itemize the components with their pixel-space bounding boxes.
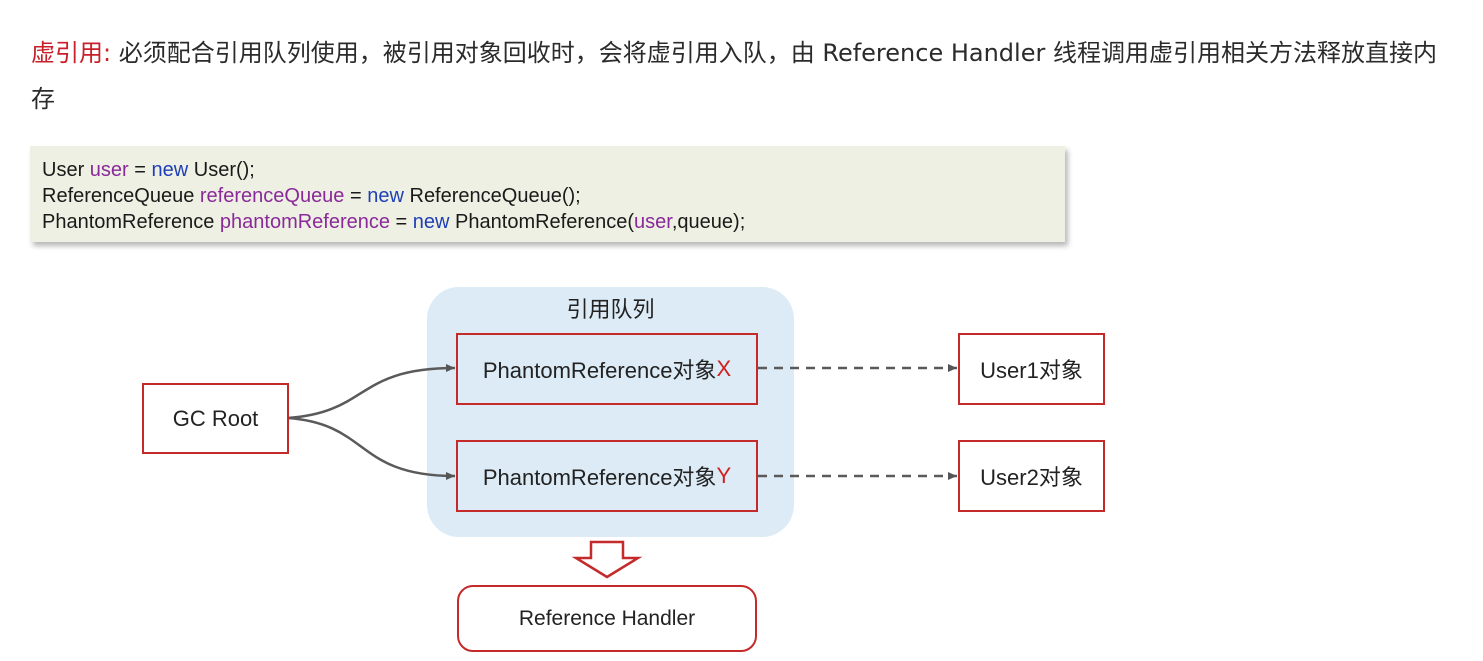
code-variable: user [89,159,129,181]
phantom-reference-x-label: PhantomReference对象 [482,358,717,383]
user1-label: User1对象 [980,358,1083,383]
phantom-reference-y-label: PhantomReference对象 [482,465,717,490]
queue-title: 引用队列 [566,298,655,323]
reference-handler-label: Reference Handler [518,606,696,630]
phantom-reference-y-suffix: Y [716,463,732,488]
code-token: User [42,159,90,181]
code-token: = [344,185,368,207]
description-heading: 虚引用: 必须配合引用队列使用，被引用对象回收时，会将虚引用入队，由 Refer… [31,30,1441,122]
description-text: 必须配合引用队列使用，被引用对象回收时，会将虚引用入队，由 Reference … [31,39,1437,113]
gc-root-node: GC Root [142,383,289,454]
reference-handler-node: Reference Handler [457,585,757,652]
code-token: ReferenceQueue [42,185,200,207]
code-block: User user = new User(); ReferenceQueue r… [30,146,1065,242]
phantom-reference-x-suffix: X [716,356,732,381]
user2-label: User2对象 [980,465,1083,490]
code-variable: referenceQueue [199,185,345,207]
gc-root-label: GC Root [172,405,259,431]
user2-node: User2对象 [958,440,1105,512]
code-token: ReferenceQueue(); [403,185,581,207]
user1-node: User1对象 [958,333,1105,405]
code-keyword: new [412,211,450,233]
gc-root-to-y-arrow [287,416,456,480]
code-variable: phantomReference [219,211,390,233]
code-line-2: ReferenceQueue referenceQueue = new Refe… [42,183,1065,209]
code-token: User(); [188,159,255,181]
code-token: ,queue); [671,211,746,233]
code-line-3: PhantomReference phantomReference = new … [42,209,1065,235]
term-label: 虚引用: [31,39,112,67]
gc-root-to-x-arrow [287,364,456,420]
code-variable: user [634,211,672,233]
code-token: = [390,211,413,233]
code-token: PhantomReference [42,211,220,233]
code-keyword: new [367,185,404,207]
down-arrow-icon [571,540,643,579]
code-line-1: User user = new User(); [42,157,1065,183]
code-token: PhantomReference( [449,211,635,233]
code-token: = [128,159,152,181]
code-keyword: new [151,159,189,181]
